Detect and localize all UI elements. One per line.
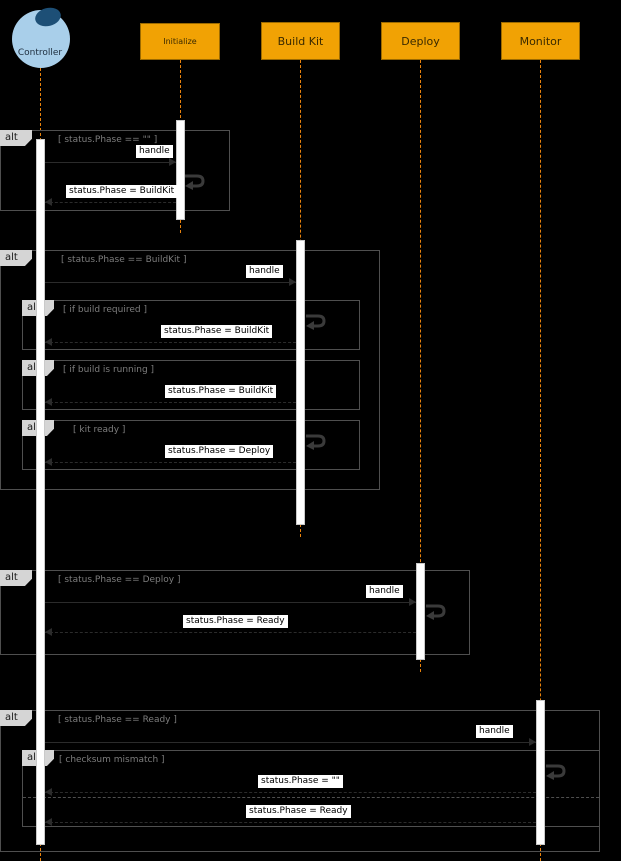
- self-message-icon-build-kit-ready: [306, 434, 326, 450]
- self-message-icon-initialize: [185, 174, 205, 190]
- arrowhead-right: [409, 598, 416, 606]
- controller-label: Controller: [17, 48, 63, 58]
- message-line-return-buildkit-1: [45, 202, 176, 203]
- message-line-handle-monitor: [45, 742, 536, 743]
- alt-fragment-build-running: alt [ if build is running ]: [22, 360, 360, 410]
- arrowhead-left: [45, 818, 52, 826]
- alt-fragment-kit-ready: alt [ kit ready ]: [22, 420, 360, 470]
- message-line-handle-initialize: [45, 162, 176, 163]
- message-label-handle-monitor: handle: [476, 725, 513, 738]
- actor-controller: Controller: [10, 6, 72, 70]
- participant-monitor: Monitor: [501, 22, 580, 60]
- arrowhead-left: [45, 458, 52, 466]
- arrowhead-left: [45, 628, 52, 636]
- message-line-return-phase-empty: [45, 792, 536, 793]
- activation-initialize: [176, 120, 185, 220]
- fragment-guard: [ if build is running ]: [63, 365, 155, 375]
- fragment-guard: [ status.Phase == BuildKit ]: [61, 255, 187, 265]
- arrowhead-left: [45, 198, 52, 206]
- participant-deploy: Deploy: [381, 22, 460, 60]
- activation-deploy: [416, 563, 425, 660]
- lifeline-deploy: [420, 60, 421, 672]
- message-label-phase-deploy-return: status.Phase = Deploy: [165, 445, 274, 458]
- message-line-return-buildkit-2: [45, 342, 296, 343]
- fragment-guard: [ kit ready ]: [73, 425, 126, 435]
- fragment-guard: [ status.Phase == Deploy ]: [58, 575, 181, 585]
- fragment-operator-label: alt: [0, 710, 32, 726]
- activation-build-kit: [296, 240, 305, 525]
- arrowhead-left: [45, 338, 52, 346]
- fragment-operator-label: alt: [0, 130, 32, 146]
- message-line-handle-buildkit: [45, 282, 296, 283]
- message-label-phase-buildkit-return-2: status.Phase = BuildKit: [161, 325, 273, 338]
- self-message-icon-build-kit-required: [306, 314, 326, 330]
- fragment-guard: [ status.Phase == "" ]: [58, 135, 158, 145]
- message-label-phase-empty-return: status.Phase = "": [258, 775, 343, 788]
- message-label-handle-deploy: handle: [366, 585, 403, 598]
- message-label-phase-ready-return-2: status.Phase = Ready: [246, 805, 351, 818]
- activation-monitor: [536, 700, 545, 845]
- self-message-icon-deploy: [426, 604, 446, 620]
- arrowhead-right: [289, 278, 296, 286]
- message-label-phase-buildkit-return-3: status.Phase = BuildKit: [165, 385, 277, 398]
- alt-fragment-phase-deploy: alt [ status.Phase == Deploy ]: [0, 570, 470, 655]
- arrowhead-right: [529, 738, 536, 746]
- message-line-handle-deploy: [45, 602, 416, 603]
- self-message-icon-monitor: [546, 764, 566, 780]
- message-line-return-ready-1: [45, 632, 416, 633]
- controller-icon: [12, 7, 70, 68]
- message-line-return-ready-2: [45, 822, 536, 823]
- alt-fragment-phase-buildkit: alt [ status.Phase == BuildKit ]: [0, 250, 380, 490]
- lifeline-monitor: [540, 60, 541, 861]
- fragment-operator-label: alt: [0, 250, 32, 266]
- participant-build-kit: Build Kit: [261, 22, 340, 60]
- fragment-operator-label: alt: [0, 570, 32, 586]
- message-label-phase-ready-return-1: status.Phase = Ready: [183, 615, 288, 628]
- fragment-guard: [ status.Phase == Ready ]: [58, 715, 177, 725]
- arrowhead-right: [169, 158, 176, 166]
- fragment-guard: [ if build required ]: [63, 305, 147, 315]
- participant-initialize: Initialize: [140, 23, 220, 60]
- alt-fragment-phase-empty: alt [ status.Phase == "" ]: [0, 130, 230, 211]
- message-label-handle-buildkit: handle: [246, 265, 283, 278]
- activation-controller: [36, 139, 45, 845]
- fragment-guard: [ checksum mismatch ]: [59, 755, 165, 765]
- message-line-return-deploy-phase: [45, 462, 296, 463]
- message-label-phase-buildkit-return-1: status.Phase = BuildKit: [66, 185, 178, 198]
- message-line-return-buildkit-3: [45, 402, 296, 403]
- else-divider: [23, 797, 599, 798]
- arrowhead-left: [45, 788, 52, 796]
- message-label-handle-initialize: handle: [136, 145, 173, 158]
- arrowhead-left: [45, 398, 52, 406]
